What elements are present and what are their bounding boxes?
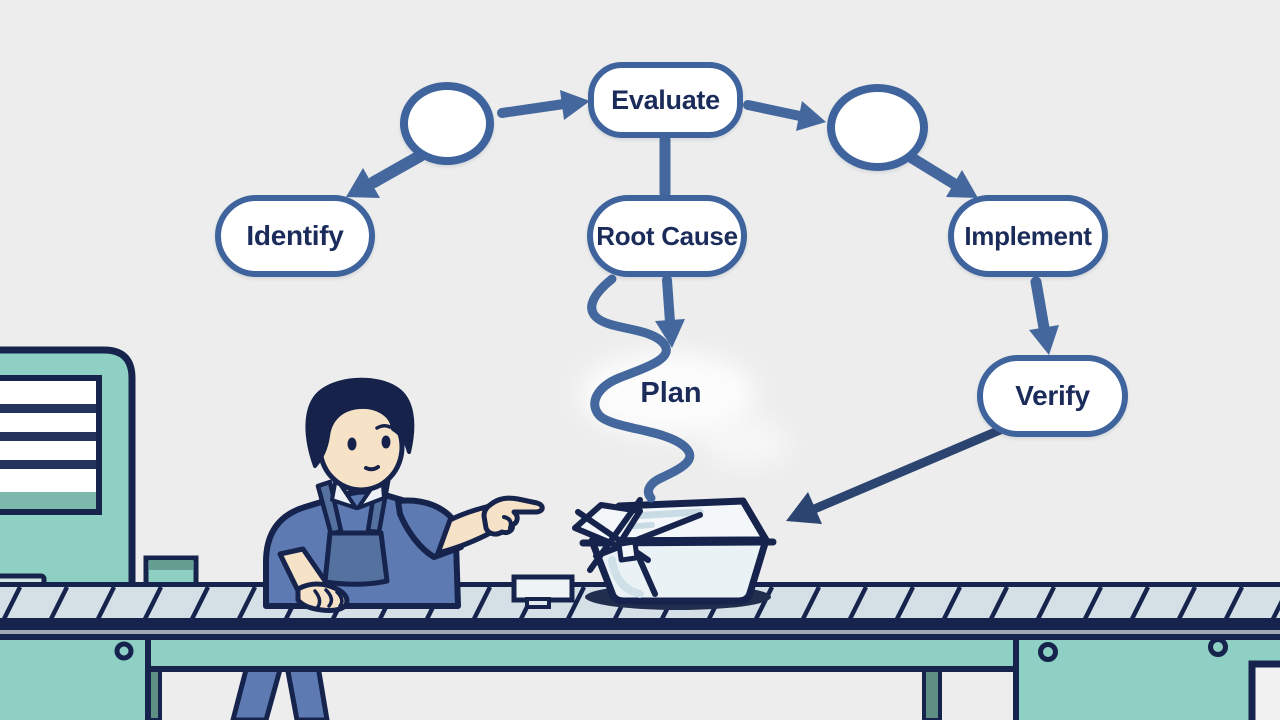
flow-node-root-cause: Root Cause [587,195,747,277]
flow-node-circle-right [827,84,928,171]
vent-slot [0,432,96,441]
flow-node-plan: Plan [640,376,702,409]
container-flap [572,502,643,549]
edge-verify-container [786,425,1005,524]
edge-evaluate-circleright [743,100,826,131]
bolt-icon [1038,642,1058,662]
worker-eye [347,437,357,451]
worker-eye [381,435,391,449]
edge-circleleft-identify [346,150,426,198]
edge-circleleft-evaluate [497,90,590,120]
vent-slot [0,404,96,413]
flow-node-evaluate: Evaluate [588,62,743,138]
worker-hand-on-belt [295,581,350,613]
container-knot [616,539,640,563]
right-cabinet [1013,634,1280,720]
bolt-icon [114,641,134,661]
small-parcel [511,574,575,609]
machine-vent-panel [0,375,102,515]
conveyor-table [0,634,1280,720]
vent-slot [0,460,96,469]
curled-finger [502,515,513,530]
vent-shadow [0,492,96,509]
clear-container [572,497,777,605]
worker-leg [284,663,330,720]
worker-hair [305,377,415,468]
factory-machine [0,346,136,626]
squiggle-connector [587,274,695,503]
edge-implement-verify [1029,276,1059,355]
flow-edges [346,90,1059,524]
edge-circleright-implement [906,152,978,198]
flow-node-circle-left [400,82,494,165]
worker-eyebrow [375,423,392,430]
flow-node-implement: Implement [948,195,1108,277]
worker [230,377,545,720]
bolt-icon [1208,637,1228,657]
finger-lines [313,588,344,610]
table-beam [145,634,1019,672]
worker-mouth [364,465,380,472]
edge-rootcause-plan [655,275,685,348]
flow-node-verify: Verify [977,355,1128,437]
worker-apron-bib [322,530,390,587]
flow-node-identify: Identify [215,195,375,277]
cabinet-inset [1248,660,1280,720]
table-leg [922,666,942,720]
